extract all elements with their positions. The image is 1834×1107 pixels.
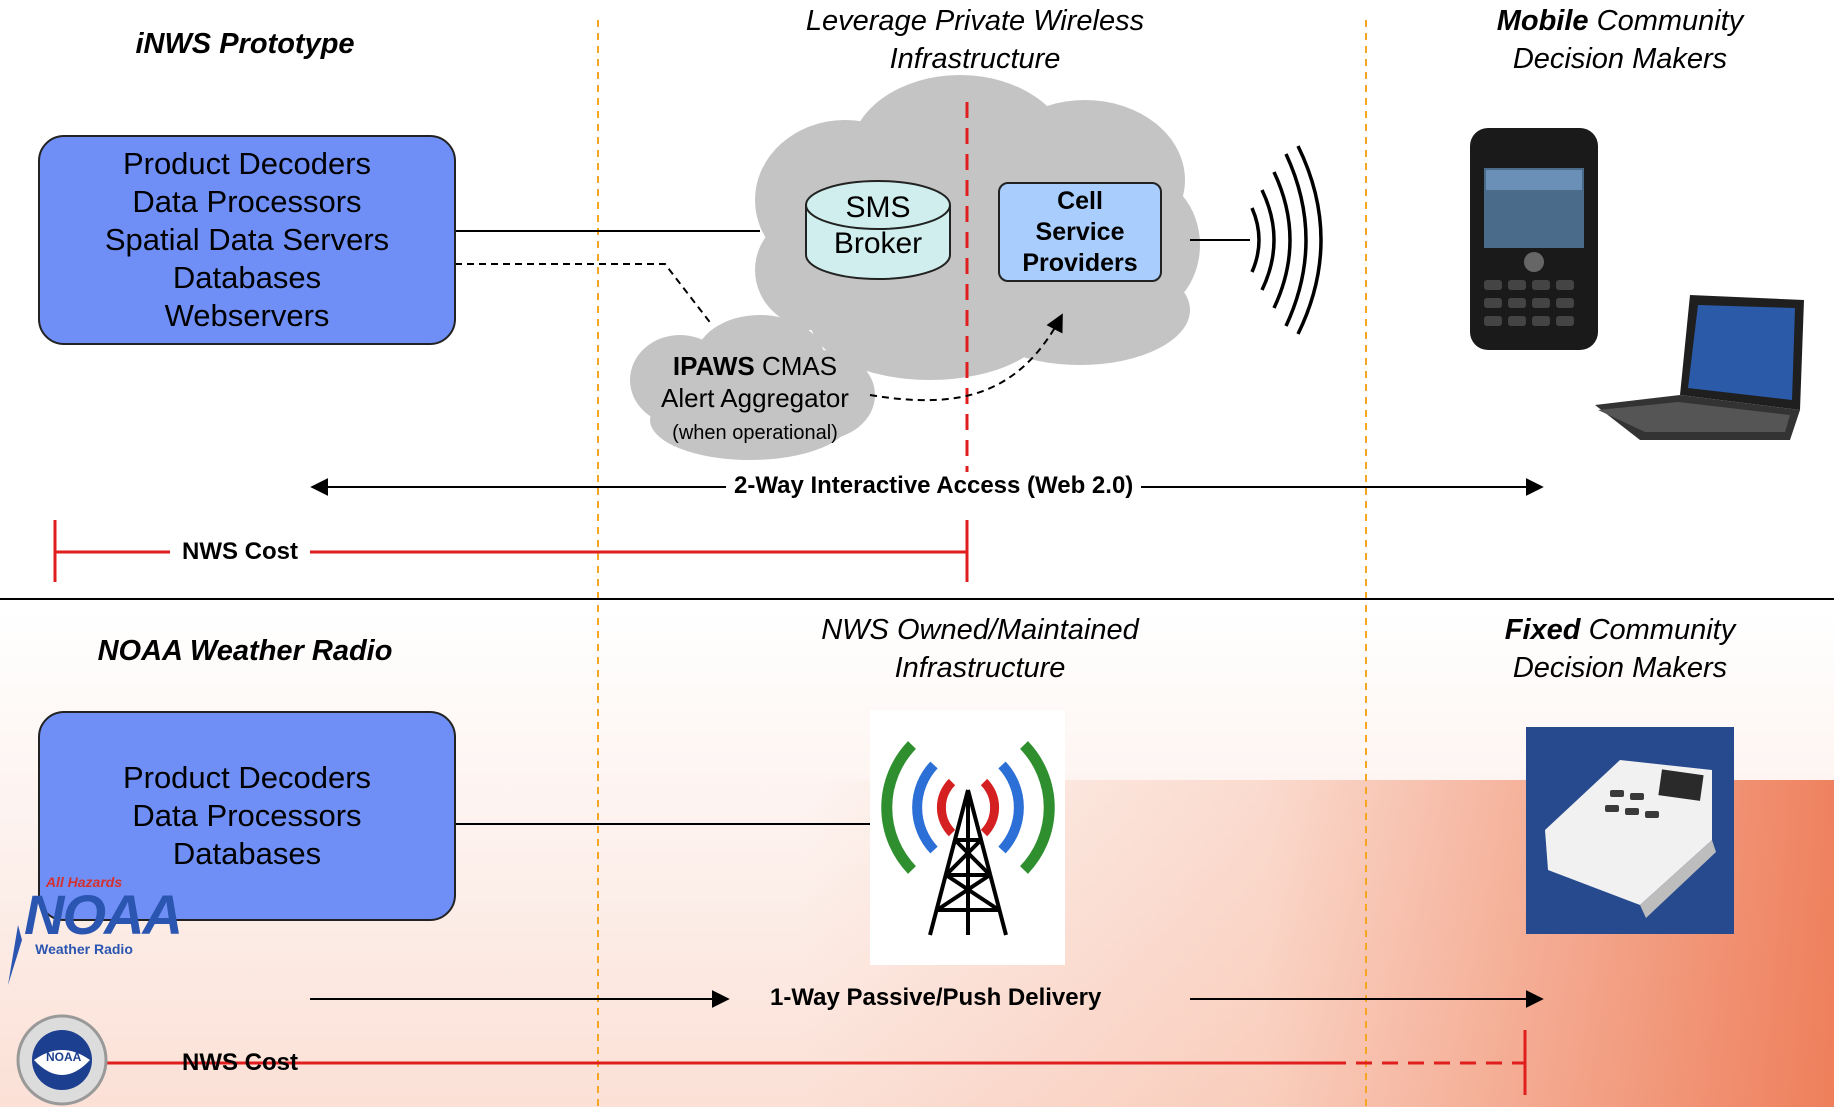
- cell-line: Providers: [1022, 248, 1138, 277]
- server-line: Databases: [172, 260, 322, 295]
- weather-radio-icon: [1526, 727, 1734, 934]
- server-line: Databases: [172, 836, 322, 871]
- nwr-logo-main: NOAA: [24, 883, 183, 946]
- top-right-title-rest: Community: [1588, 5, 1744, 37]
- bottom-middle-title-line2: Infrastructure: [894, 652, 1066, 684]
- radio-tower-icon: [870, 710, 1065, 965]
- nwr-logo: All Hazards NOAA Weather Radio: [24, 874, 183, 957]
- noaa-seal-icon: [16, 1014, 108, 1106]
- ipaws-line2: Alert Aggregator: [661, 383, 849, 413]
- bottom-cost-label: NWS Cost: [182, 1049, 298, 1076]
- phone-icon: [1470, 128, 1598, 350]
- sms-broker-cylinder: [805, 180, 951, 280]
- top-middle-title-line2: Infrastructure: [889, 43, 1061, 75]
- top-right-title-line2: Decision Makers: [1512, 43, 1728, 75]
- server-line: Spatial Data Servers: [104, 222, 390, 257]
- top-cost-label: NWS Cost: [170, 538, 310, 566]
- bottom-right-title-bold: Fixed: [1504, 614, 1581, 646]
- noaa-seal-text: NOAA: [46, 1050, 82, 1064]
- two-way-arrow-label: 2-Way Interactive Access (Web 2.0): [726, 472, 1142, 500]
- top-right-title: Mobile Community Decision Makers: [1440, 2, 1800, 78]
- cell-service-providers-box: Cell Service Providers: [998, 182, 1162, 282]
- bottom-server-box: Product Decoders Data Processors Databas…: [38, 711, 456, 921]
- bottom-right-title-line2: Decision Makers: [1512, 652, 1728, 684]
- server-to-ipaws-path: [455, 263, 713, 326]
- sms-broker-line2: Broker: [833, 227, 923, 260]
- ipaws-to-cell-path: [869, 313, 1063, 402]
- ipaws-rest: CMAS: [754, 351, 838, 381]
- ipaws-note: (when operational): [672, 422, 838, 444]
- ipaws-label: IPAWS CMAS Alert Aggregator (when operat…: [640, 350, 870, 449]
- bottom-right-title-rest: Community: [1580, 614, 1736, 646]
- top-left-title: iNWS Prototype: [135, 28, 355, 60]
- nwr-logo-top: All Hazards: [45, 874, 123, 890]
- server-line: Product Decoders: [122, 146, 372, 181]
- bottom-middle-title: NWS Owned/Maintained Infrastructure: [740, 611, 1220, 687]
- sms-broker-line1: SMS: [845, 191, 911, 224]
- ipaws-bold: IPAWS: [672, 351, 755, 381]
- server-line: Data Processors: [132, 798, 362, 833]
- signal-waves-icon: [1250, 145, 1323, 335]
- top-middle-title: Leverage Private Wireless Infrastructure: [740, 2, 1210, 78]
- server-line: Data Processors: [132, 184, 362, 219]
- sms-broker-label: SMS Broker: [806, 190, 950, 262]
- ipaws-cloud: [630, 315, 875, 460]
- nwr-logo-sub: Weather Radio: [35, 941, 133, 957]
- bottom-left-title: NOAA Weather Radio: [97, 635, 393, 667]
- laptop-icon: [1595, 295, 1804, 440]
- server-line: Product Decoders: [122, 760, 372, 795]
- bottom-right-title: Fixed Community Decision Makers: [1440, 611, 1800, 687]
- cell-line: Service: [1035, 217, 1125, 246]
- one-way-arrow-label: 1-Way Passive/Push Delivery: [770, 984, 1102, 1011]
- cell-line: Cell: [1057, 186, 1103, 215]
- server-line: Webservers: [164, 298, 330, 333]
- top-middle-title-line1: Leverage Private Wireless: [805, 5, 1145, 37]
- top-right-title-bold: Mobile: [1496, 5, 1589, 37]
- top-server-box: Product Decoders Data Processors Spatial…: [38, 135, 456, 345]
- bottom-middle-title-line1: NWS Owned/Maintained: [821, 614, 1139, 646]
